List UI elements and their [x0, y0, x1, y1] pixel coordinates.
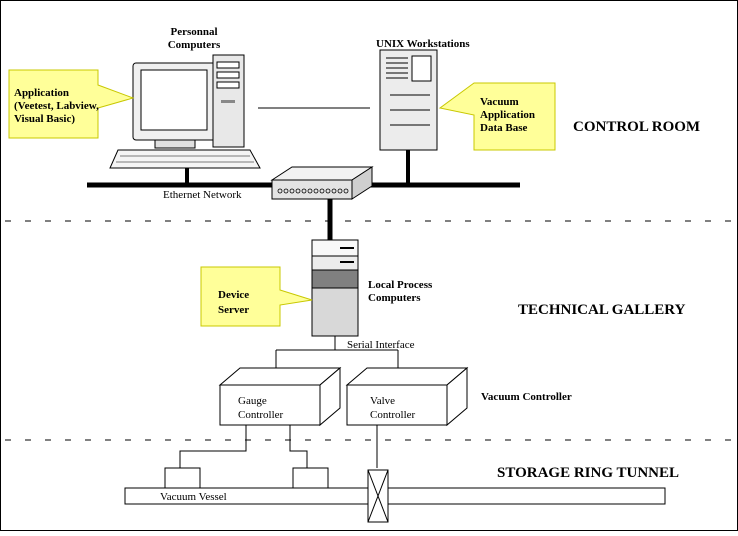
vacuum-vessel-label: Vacuum Vessel	[160, 491, 227, 503]
unix-workstations-label: UNIX Workstations	[376, 38, 470, 50]
vacuum-vessel	[124, 487, 666, 505]
ethernet-network-label: Ethernet Network	[163, 189, 242, 201]
zone-storage-ring-tunnel: STORAGE RING TUNNEL	[497, 465, 679, 481]
gauge-cable-right	[289, 425, 308, 468]
application-note	[8, 69, 135, 139]
gauge-cable-left	[179, 425, 247, 468]
gauge-head-right	[292, 467, 329, 489]
valve-icon	[367, 469, 389, 523]
local-process-computer-icon	[311, 239, 359, 337]
unix-workstation-icon	[379, 49, 438, 151]
zone-technical-gallery: TECHNICAL GALLERY	[518, 302, 686, 318]
network-hub-icon	[270, 166, 374, 200]
personal-computer-icon	[109, 54, 261, 169]
vacuum-db-note	[438, 82, 556, 151]
application-note-text: Application(Veetest, Labview,Visual Basi…	[14, 87, 99, 125]
valve-controller-box	[345, 366, 469, 427]
device-server-note	[200, 266, 313, 327]
serial-interface-label: Serial Interface	[347, 339, 415, 351]
gauge-controller-box	[218, 366, 342, 427]
vacuum-controller-label: Vacuum Controller	[481, 391, 572, 403]
gauge-head-left	[164, 467, 201, 489]
zone-control-room: CONTROL ROOM	[573, 119, 700, 135]
